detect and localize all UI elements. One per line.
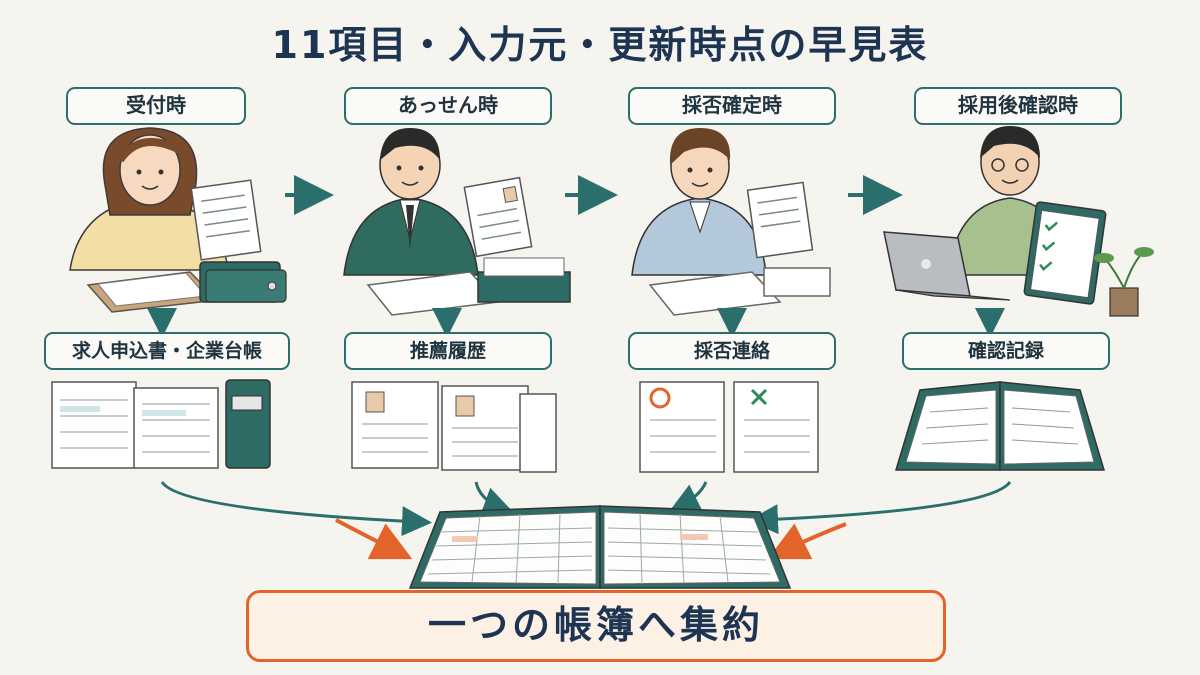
application-forms xyxy=(51,381,219,469)
stage-label-reception: 受付時 xyxy=(66,87,246,125)
decision-desk-paper xyxy=(648,267,831,316)
converging-arrows xyxy=(160,481,1012,560)
followup-record-book xyxy=(894,381,1106,471)
plant-icon xyxy=(1094,247,1154,317)
reception-form-sheet xyxy=(190,179,262,261)
referral-resumes xyxy=(351,381,557,473)
decision-person xyxy=(631,128,767,276)
down-arrows xyxy=(147,308,1005,338)
accept-circle-icon xyxy=(649,387,671,409)
doc-label-decision-notice: 採否連絡 xyxy=(628,332,836,370)
decision-notices xyxy=(639,381,819,473)
stage-label-followup: 採用後確認時 xyxy=(914,87,1122,125)
doc-label-referral-history: 推薦履歴 xyxy=(344,332,552,370)
doc-label-confirmation-record: 確認記録 xyxy=(902,332,1110,370)
reception-binders xyxy=(199,261,287,303)
clipboard-checklist-icon xyxy=(1023,201,1107,305)
company-ledger-binder xyxy=(225,379,271,469)
stage-label-decision: 採否確定時 xyxy=(628,87,836,125)
page-title: 11項目・入力元・更新時点の早見表 xyxy=(271,23,929,67)
consolidation-banner: 一つの帳簿へ集約 xyxy=(246,590,946,662)
laptop-icon xyxy=(883,231,1011,301)
reception-desk-paper xyxy=(86,271,220,313)
stage-label-referral: あっせん時 xyxy=(344,87,552,125)
referral-tray xyxy=(477,257,571,303)
doc-label-application-ledger: 求人申込書・企業台帳 xyxy=(44,332,290,370)
reception-person xyxy=(69,127,229,271)
decision-sheet xyxy=(746,181,814,259)
referral-person xyxy=(343,128,479,276)
central-ledger-book xyxy=(408,505,792,589)
referral-resume-sheet xyxy=(463,176,533,258)
reject-cross-icon xyxy=(750,388,768,406)
